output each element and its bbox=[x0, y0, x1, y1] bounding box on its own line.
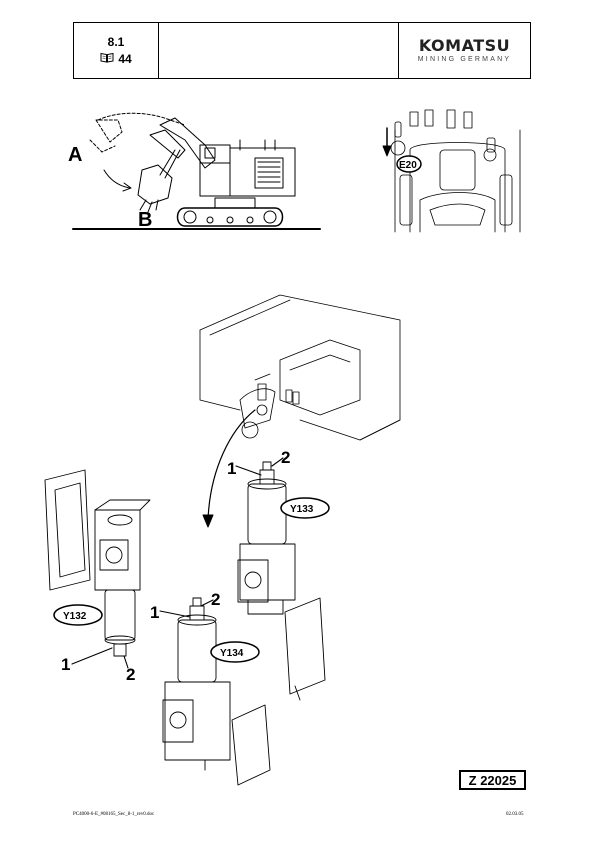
e20-marker bbox=[396, 155, 422, 173]
header-blank-cell bbox=[159, 23, 399, 78]
footer-filename: PC4000-6-E_#08165_Sec_8-1_rev0.doc bbox=[73, 812, 155, 817]
brand-logo: KOMATSU bbox=[418, 36, 511, 55]
book-icon bbox=[100, 51, 114, 68]
label-y133-1: 1 bbox=[227, 459, 236, 478]
brand-subtitle: MINING GERMANY bbox=[417, 56, 512, 63]
section-number: 8.1 bbox=[107, 34, 125, 49]
label-y132-1: 1 bbox=[61, 655, 70, 674]
reference-page: 44 bbox=[118, 51, 132, 66]
label-e20: E20 bbox=[399, 160, 417, 171]
reference-row: 44 bbox=[100, 51, 132, 68]
section-cell: 8.1 44 bbox=[74, 23, 159, 78]
text-y134: Y134 bbox=[220, 648, 244, 659]
machinery-housing bbox=[199, 294, 401, 441]
text-y133: Y133 bbox=[290, 504, 314, 515]
tag-y134 bbox=[210, 641, 260, 663]
text-y132: Y132 bbox=[63, 611, 87, 622]
label-b: B bbox=[138, 209, 152, 231]
leader-lines bbox=[71, 457, 284, 669]
valve-y132 bbox=[44, 469, 151, 657]
valve-y134 bbox=[162, 597, 271, 786]
page-header: 8.1 44 KOMATSU MINING GERMANY bbox=[73, 22, 531, 79]
label-y133-2: 2 bbox=[281, 448, 290, 467]
figure-number: Z 22025 bbox=[459, 770, 526, 790]
excavator-drawing bbox=[72, 112, 321, 230]
label-y134-1: 1 bbox=[150, 603, 159, 622]
label-y132-2: 2 bbox=[126, 665, 135, 684]
label-a: A bbox=[68, 144, 82, 166]
tag-y132 bbox=[53, 604, 103, 626]
brand-cell: KOMATSU MINING GERMANY bbox=[399, 23, 530, 78]
label-y134-2: 2 bbox=[211, 590, 220, 609]
tag-y133 bbox=[280, 497, 330, 519]
footer-date: 02.03.05 bbox=[506, 812, 524, 817]
